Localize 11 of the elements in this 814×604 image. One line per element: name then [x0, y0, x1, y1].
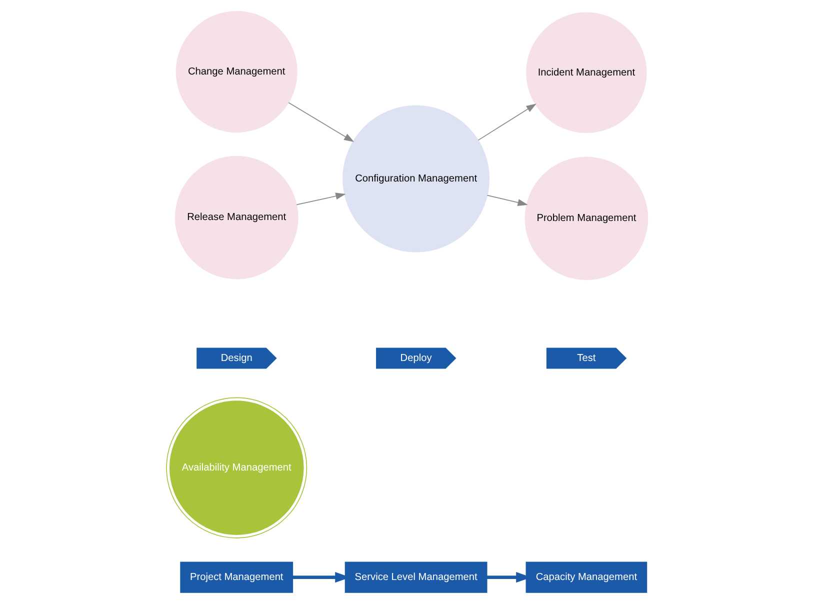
- node-circle: Problem Management: [524, 156, 648, 280]
- arrow: [296, 192, 346, 206]
- node-circle: Availability Management: [166, 397, 308, 538]
- node-box: Project Management: [180, 562, 294, 593]
- node-circle: Release Management: [174, 156, 298, 280]
- arrow: [486, 194, 528, 206]
- arrow: [478, 104, 536, 141]
- node-box: Capacity Management: [526, 562, 648, 593]
- node-circle: Change Management: [176, 11, 298, 133]
- arrow: [288, 102, 354, 142]
- node-box: Service Level Management: [344, 562, 488, 593]
